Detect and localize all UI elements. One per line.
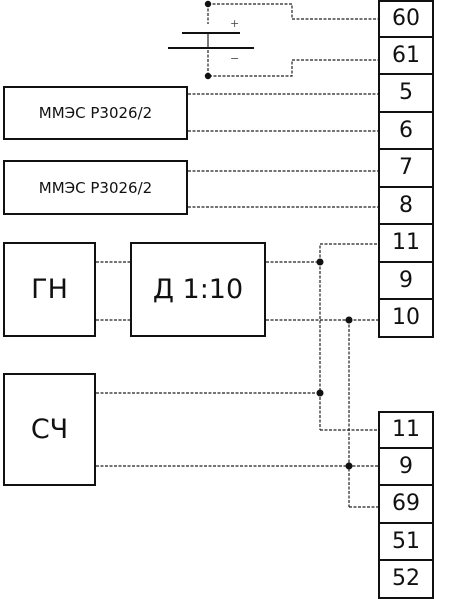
wire-to-terminal-61: [207, 50, 378, 77]
terminal-11: 11: [378, 225, 434, 263]
terminal-7: 7: [378, 150, 434, 188]
junction-dot: [345, 316, 353, 324]
terminal-8: 8: [378, 187, 434, 225]
terminal-51: 51: [378, 523, 434, 561]
terminal-6: 6: [378, 112, 434, 150]
junction-dot: [345, 462, 353, 470]
memory-module-2: ММЭС Р3026/2: [3, 160, 188, 215]
divider-block: Д 1:10: [130, 242, 266, 337]
terminal-block-b: 11 9 69 51 52: [378, 411, 434, 599]
terminal-9: 9: [378, 262, 434, 300]
memory-module-2-label: ММЭС Р3026/2: [38, 178, 153, 197]
junction-dot: [316, 389, 324, 397]
memory-module-1: ММЭС Р3026/2: [3, 86, 188, 140]
terminal-61: 61: [378, 37, 434, 75]
terminal-10: 10: [378, 300, 434, 338]
counter-block: СЧ: [3, 373, 96, 486]
terminal-5: 5: [378, 75, 434, 113]
terminal-60: 60: [378, 0, 434, 38]
junction-dot: [204, 0, 212, 8]
terminal-block-a: 60 61 5 6 7 8 11 9 10: [378, 0, 434, 338]
battery-plus-sign: +: [230, 17, 239, 30]
wire-bus-to-a11: [319, 243, 378, 262]
terminal-11: 11: [378, 411, 434, 449]
counter-label: СЧ: [30, 414, 69, 445]
generator-label: ГН: [31, 274, 68, 305]
junction-dot: [316, 258, 324, 266]
terminal-52: 52: [378, 561, 434, 599]
memory-module-1-label: ММЭС Р3026/2: [38, 104, 153, 122]
divider-label: Д 1:10: [152, 274, 244, 305]
terminal-9: 9: [378, 448, 434, 486]
battery-minus-sign: −: [230, 52, 239, 65]
terminal-69: 69: [378, 486, 434, 524]
generator-block: ГН: [3, 242, 96, 337]
junction-dot: [204, 72, 212, 80]
wire-to-terminal-60: [208, 3, 378, 20]
